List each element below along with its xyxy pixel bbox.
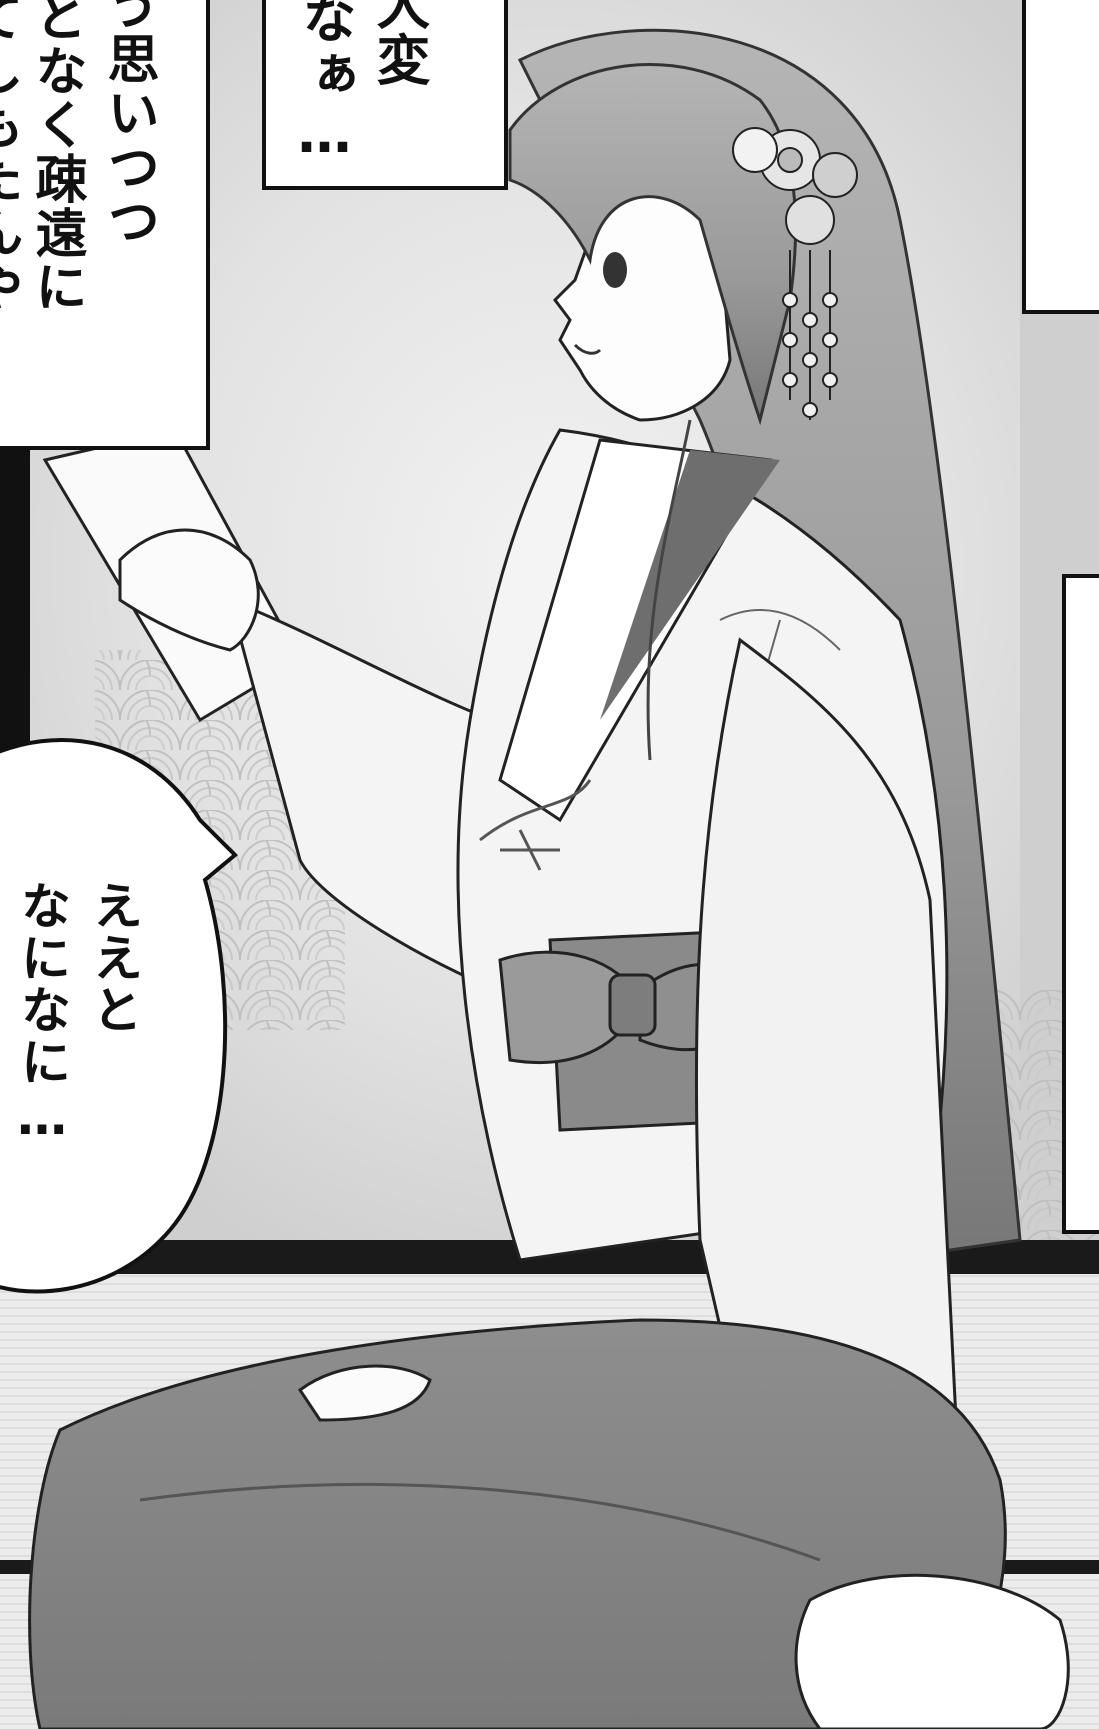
caption-box-right-top [1022,0,1099,314]
caption-top-line-1: 大変 [367,0,430,88]
tabi-foot [794,1573,1070,1729]
hair-bangs [508,63,798,426]
hair-strand [646,419,692,761]
kanzashi-ornament [732,127,858,420]
speech-line-1: ええと [85,880,143,1036]
caption-left-line-3: てしもたんや [0,0,22,314]
caption-left-line-1: う思いつつ [98,0,158,248]
caption-box-left: う思いつつ となく疎遠に てしもたんや [0,0,210,450]
eye [603,252,627,288]
hand [118,528,260,652]
speech-bubble: ええと なになに… [0,860,170,1180]
caption-top-line-2: なぁ… [293,0,356,167]
caption-left-line-2: となく疎遠に [26,0,86,314]
caption-box-top: 大変 なぁ… [262,0,508,190]
caption-box-right-mid [1062,574,1099,1234]
speech-line-2: なになに… [13,880,71,1148]
hakama-legs [28,1318,1007,1729]
speech-bubble-shape [0,738,238,1294]
